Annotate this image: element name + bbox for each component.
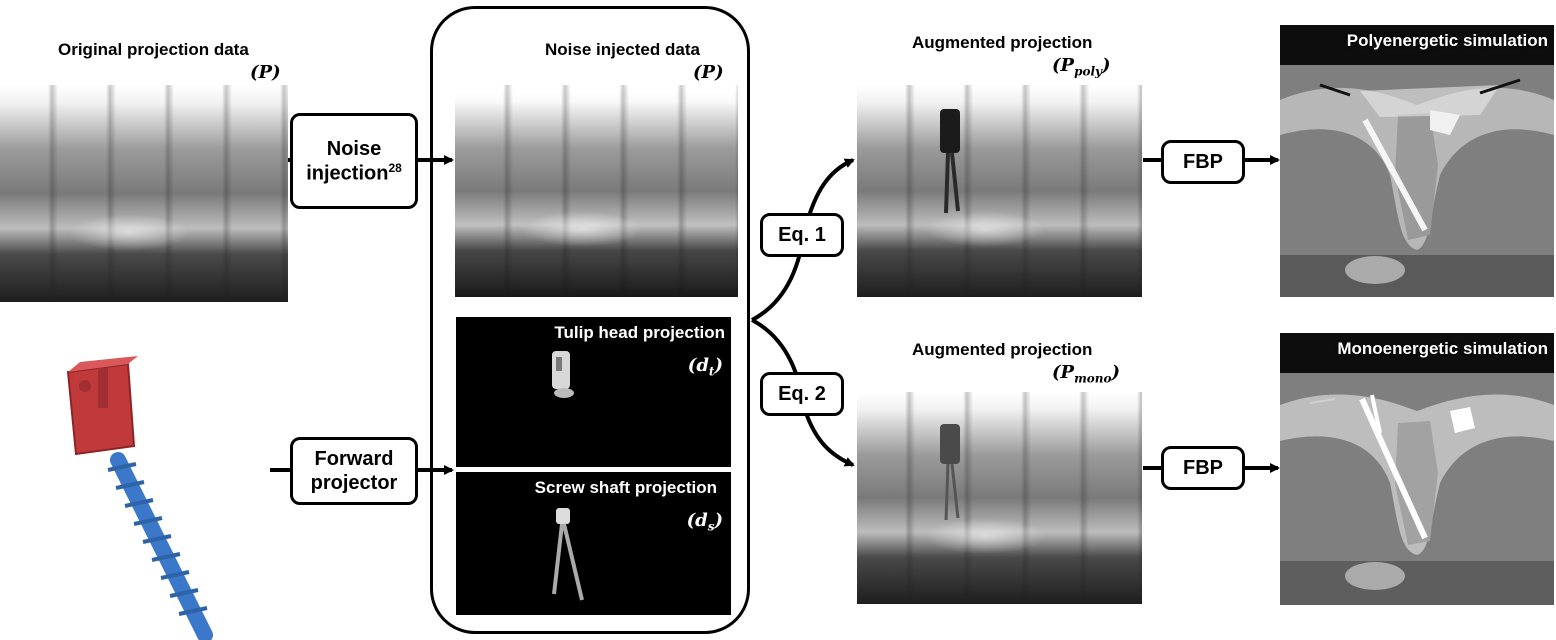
original-projection-symbol: (P)	[250, 62, 281, 83]
original-symbol-text: P	[258, 62, 273, 83]
screw-shaft-projection-image: Screw shaft projection (ds)	[456, 472, 731, 615]
fbp-box-mono: FBP	[1161, 446, 1245, 490]
noise-box-citation: 28	[388, 160, 402, 175]
aug-mono-symbol-text: P	[1060, 362, 1075, 383]
aug-mono-image	[857, 392, 1142, 604]
forward-projector-box: Forward projector	[290, 437, 418, 505]
tulip-symbol-text: d	[696, 355, 709, 376]
shaft-symbol-text: d	[695, 510, 708, 531]
aug-poly-symbol-sub: poly	[1074, 64, 1103, 79]
fbp-box-poly: FBP	[1161, 140, 1245, 184]
mono-ct-anatomy	[1280, 333, 1554, 605]
forward-box-line2: projector	[310, 472, 398, 494]
tulip-head-shape	[552, 351, 574, 398]
polyenergetic-simulation-image: Polyenergetic simulation	[1280, 25, 1554, 297]
screw-shaft-shape	[552, 508, 584, 601]
aug-poly-title: Augmented projection	[912, 33, 1093, 52]
noise-injected-symbol: (P)	[693, 62, 724, 83]
screw-shaft	[107, 452, 213, 640]
aug-poly-image	[857, 85, 1142, 297]
monoenergetic-simulation-title: Monoenergetic simulation	[1337, 339, 1548, 358]
aug-poly-symbol-text: P	[1060, 55, 1075, 76]
original-projection-image	[0, 85, 288, 302]
tulip-head-symbol: (dt)	[687, 355, 723, 379]
aug-mono-screw-shadow	[940, 424, 960, 521]
pedicle-screw-model	[66, 356, 213, 640]
aug-poly-screw-shadow	[940, 109, 960, 214]
tulip-head-projection-image: Tulip head projection (dt)	[456, 317, 731, 467]
projection-divider	[456, 467, 731, 472]
middle-container	[430, 6, 750, 634]
polyenergetic-simulation-title: Polyenergetic simulation	[1346, 31, 1548, 50]
aug-poly-symbol: (Ppoly)	[1052, 55, 1111, 79]
noise-injection-box: Noise injection28	[290, 113, 418, 209]
screw-shaft-symbol: (ds)	[686, 510, 723, 534]
screw-tulip-head	[66, 356, 138, 456]
aug-mono-symbol-sub: mono	[1074, 371, 1112, 386]
aug-mono-title: Augmented projection	[912, 340, 1093, 359]
noise-injected-symbol-text: P	[701, 62, 716, 83]
eq1-box: Eq. 1	[760, 213, 844, 257]
noise-box-line2: injection	[306, 162, 389, 185]
eq2-box: Eq. 2	[760, 372, 844, 416]
shaft-symbol-sub: s	[707, 519, 715, 534]
noise-injected-image	[455, 85, 738, 297]
poly-ct-anatomy	[1280, 25, 1554, 297]
aug-mono-symbol: (Pmono)	[1052, 362, 1121, 386]
forward-box-line1: Forward	[314, 448, 394, 470]
noise-injected-title: Noise injected data	[545, 40, 700, 59]
monoenergetic-simulation-image: Monoenergetic simulation	[1280, 333, 1554, 605]
noise-box-line1: Noise	[326, 137, 382, 160]
screw-shaft-projection-title: Screw shaft projection	[534, 478, 717, 497]
original-projection-title: Original projection data	[58, 40, 249, 59]
tulip-symbol-sub: t	[708, 364, 715, 379]
tulip-head-projection-title: Tulip head projection	[554, 323, 725, 342]
